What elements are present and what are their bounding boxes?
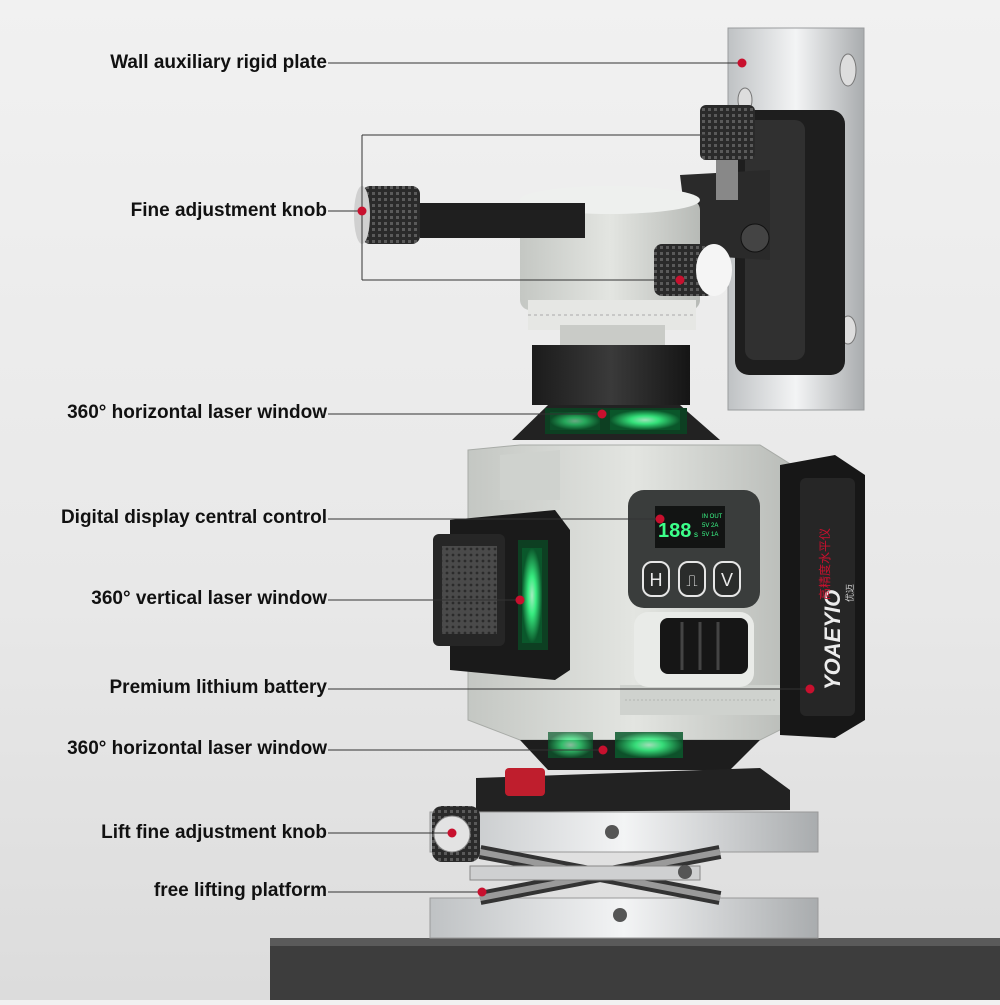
v-button[interactable]: V <box>713 561 741 597</box>
adjust-arm <box>354 186 585 244</box>
mount-base <box>476 768 790 812</box>
lift-platform <box>429 806 819 939</box>
label-fine-knob: Fine adjustment knob <box>130 200 327 221</box>
battery-logo: YOAEYIO <box>820 590 845 690</box>
front-knob <box>654 244 732 296</box>
battery-sub-text: 优迈 <box>844 584 855 602</box>
vertical-laser-head <box>433 510 570 680</box>
label-horizontal-window-bottom: 360° horizontal laser window <box>67 738 327 759</box>
label-digital-display: Digital display central control <box>60 507 327 528</box>
top-knob <box>700 105 755 200</box>
ground-surface <box>270 938 1000 1000</box>
label-vertical-window: 360° vertical laser window <box>91 588 327 609</box>
v-button-label: V <box>721 570 733 590</box>
wall-bracket <box>680 110 845 375</box>
ground-edge <box>270 938 1000 946</box>
display-readout-suffix: s <box>694 530 698 539</box>
callout-lines <box>328 62 810 893</box>
battery-chinese-text: 高精度水平仪 <box>817 528 832 600</box>
label-lift-knob: Lift fine adjustment knob <box>101 822 327 843</box>
label-battery: Premium lithium battery <box>109 677 328 698</box>
h-button[interactable]: H <box>642 561 670 597</box>
display-status-row: 5V 1A <box>702 532 718 538</box>
pulse-button-label: ⎍ <box>686 573 697 590</box>
display-status-row: 5V 2A <box>702 523 718 529</box>
battery-pack <box>780 455 865 738</box>
label-wall-plate: Wall auxiliary rigid plate <box>110 52 327 73</box>
pulse-button[interactable]: ⎍ <box>678 561 706 597</box>
h-button-label: H <box>650 570 663 590</box>
callout-markers <box>357 58 815 897</box>
display-status-row: IN OUT <box>702 514 723 520</box>
display-readout: 188 <box>658 520 691 542</box>
bottom-laser-ring <box>520 732 760 770</box>
top-cap <box>512 345 720 440</box>
label-lifting-platform: free lifting platform <box>153 880 327 901</box>
label-horizontal-window-top: 360° horizontal laser window <box>67 402 327 423</box>
